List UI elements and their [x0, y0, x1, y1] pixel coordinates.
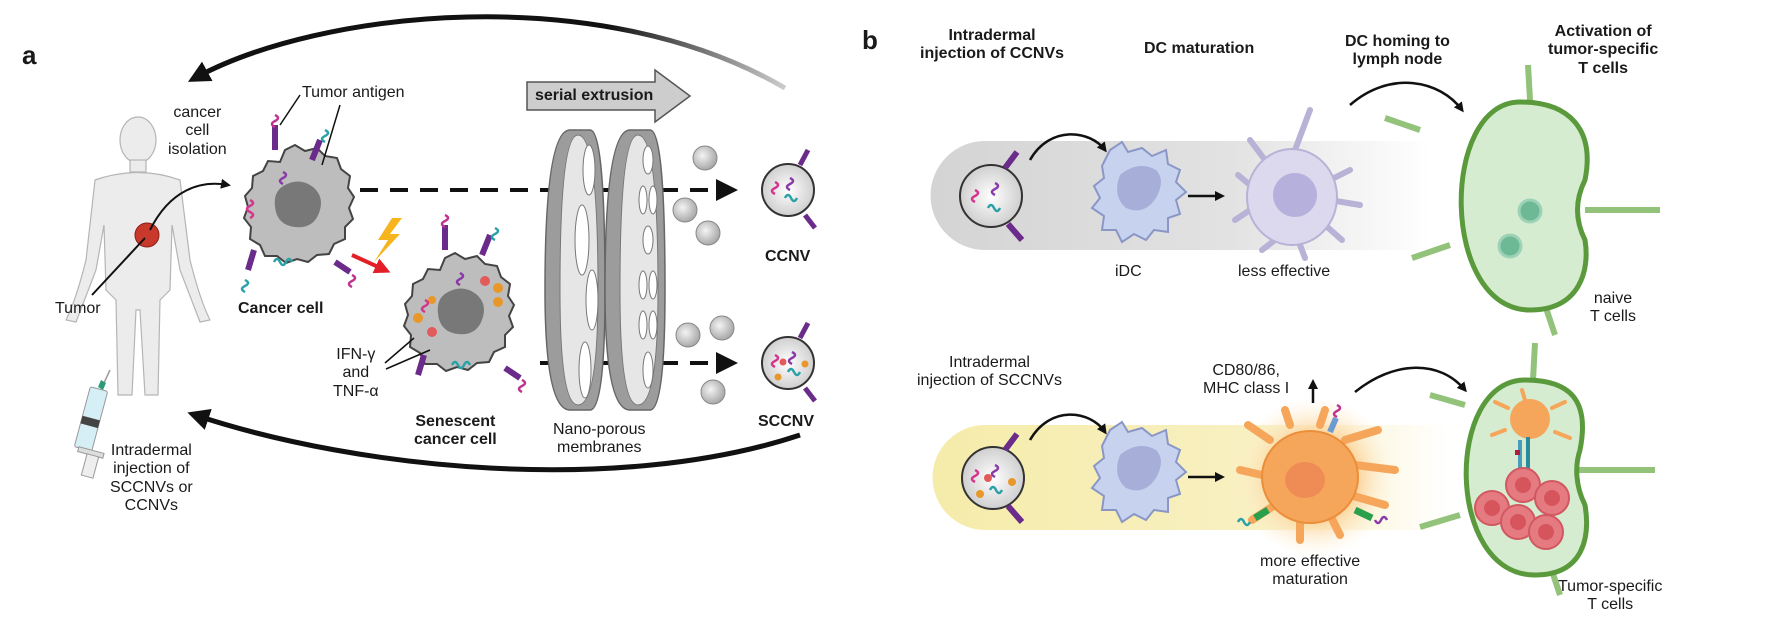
label-line: Activation of — [1554, 23, 1652, 40]
senescence-induction-arrow — [351, 253, 391, 274]
ifn-tnf-label: IFN-γ and TNF-α — [333, 346, 379, 401]
label-line: CD80/86, — [1212, 362, 1280, 379]
lymph-node-icon — [1419, 342, 1655, 596]
sccnv-label: SCCNV — [758, 413, 815, 430]
label-line: TNF-α — [333, 382, 379, 400]
cancer-cell-isolation-label: cancer cell isolation — [168, 104, 227, 159]
nano-porous-membranes-label: Nano-porous membranes — [553, 421, 646, 458]
label-line: T cells — [1578, 59, 1629, 77]
senescent-cancer-cell-label: Senescent cancer cell — [414, 413, 497, 450]
label-line: DC homing to — [1345, 33, 1450, 50]
label-line: isolation — [168, 140, 227, 158]
sccnv-vesicle-icon — [961, 432, 1025, 524]
tumor-antigen-label: Tumor antigen — [302, 84, 405, 101]
label-line: CCNVs — [124, 497, 179, 515]
tumor-label: Tumor — [55, 300, 101, 317]
label-line: injection of CCNVs — [920, 45, 1065, 63]
more-effective-maturation-label: more effective maturation — [1260, 553, 1360, 590]
tumor-specific-t-cells-label: Tumor-specific T cells — [1558, 578, 1662, 615]
label-line: MHC class I — [1203, 380, 1290, 398]
cd80-mhc-label: CD80/86, MHC class I — [1203, 362, 1289, 399]
label-line: tumor-specific — [1548, 41, 1659, 59]
label-line: Senescent — [415, 413, 496, 430]
ccnv-label: CCNV — [765, 248, 811, 265]
immature-dc-icon — [1090, 420, 1188, 524]
label-line: SCCNVs or — [110, 478, 193, 496]
header-activation: Activation of tumor-specific T cells — [1548, 23, 1658, 78]
antigen-squiggles — [240, 113, 357, 294]
label-line: maturation — [1272, 571, 1348, 589]
naive-t-cells-label: naive T cells — [1590, 290, 1636, 327]
tumor-icon — [134, 222, 160, 248]
label-line: membranes — [557, 439, 642, 457]
label-line: Intradermal — [949, 354, 1030, 371]
label-line: more effective — [1260, 553, 1361, 570]
less-effective-label: less effective — [1238, 263, 1331, 280]
label-line: naive — [1593, 290, 1633, 307]
return-arc-top — [187, 14, 787, 91]
label-line: Nano-porous — [553, 421, 646, 438]
idc-label: iDC — [1115, 263, 1142, 280]
header-dc-maturation: DC maturation — [1144, 40, 1255, 57]
lymph-node-icon — [1384, 64, 1660, 336]
label-line: T cells — [1590, 308, 1636, 326]
ccnv-vesicle-icon — [959, 150, 1025, 242]
label-line: injection of SCCNVs — [917, 372, 1062, 390]
panel-a-label: a — [22, 40, 37, 70]
label-line: injection of — [113, 460, 190, 478]
panel-b-label: b — [862, 25, 878, 55]
return-arc-bottom — [187, 408, 801, 473]
label-line: Tumor-specific — [1558, 578, 1663, 595]
cancer-cell-icon — [242, 143, 356, 265]
cancer-cell-label: Cancer cell — [238, 300, 324, 317]
label-line: T cells — [1587, 596, 1634, 614]
serial-extrusion-label: serial extrusion — [535, 87, 654, 104]
label-line: cancer cell — [414, 431, 497, 449]
nanoporous-membrane-icon — [544, 129, 606, 411]
label-line: Intradermal — [948, 27, 1036, 44]
label-line: Intradermal — [110, 442, 192, 459]
syringe-icon — [74, 369, 111, 479]
lightning-bolt-icon — [374, 218, 402, 262]
vesicle-particles — [672, 145, 735, 405]
nanoporous-membrane-icon — [604, 129, 666, 411]
label-line: lymph node — [1352, 51, 1443, 69]
label-line: and — [342, 364, 370, 382]
label-line: cell — [185, 122, 210, 140]
senescent-cancer-cell-icon — [402, 251, 516, 373]
sccnv-vesicle-icon — [761, 321, 817, 403]
label-line: cancer — [173, 104, 222, 121]
injection-label: Intradermal injection of SCCNVs or CCNVs — [110, 442, 193, 516]
header-dc-homing: DC homing to lymph node — [1345, 33, 1450, 70]
header-injection-ccnvs: Intradermal injection of CCNVs — [920, 27, 1064, 64]
ccnv-vesicle-icon — [761, 148, 817, 230]
injection-sccnvs-label: Intradermal injection of SCCNVs — [917, 354, 1062, 391]
human-body-icon — [65, 116, 211, 396]
serial-extrusion-arrow — [526, 68, 692, 124]
immature-dc-icon — [1090, 140, 1188, 244]
label-line: IFN-γ — [336, 346, 376, 363]
tumor-antigen-receptors — [245, 125, 352, 275]
